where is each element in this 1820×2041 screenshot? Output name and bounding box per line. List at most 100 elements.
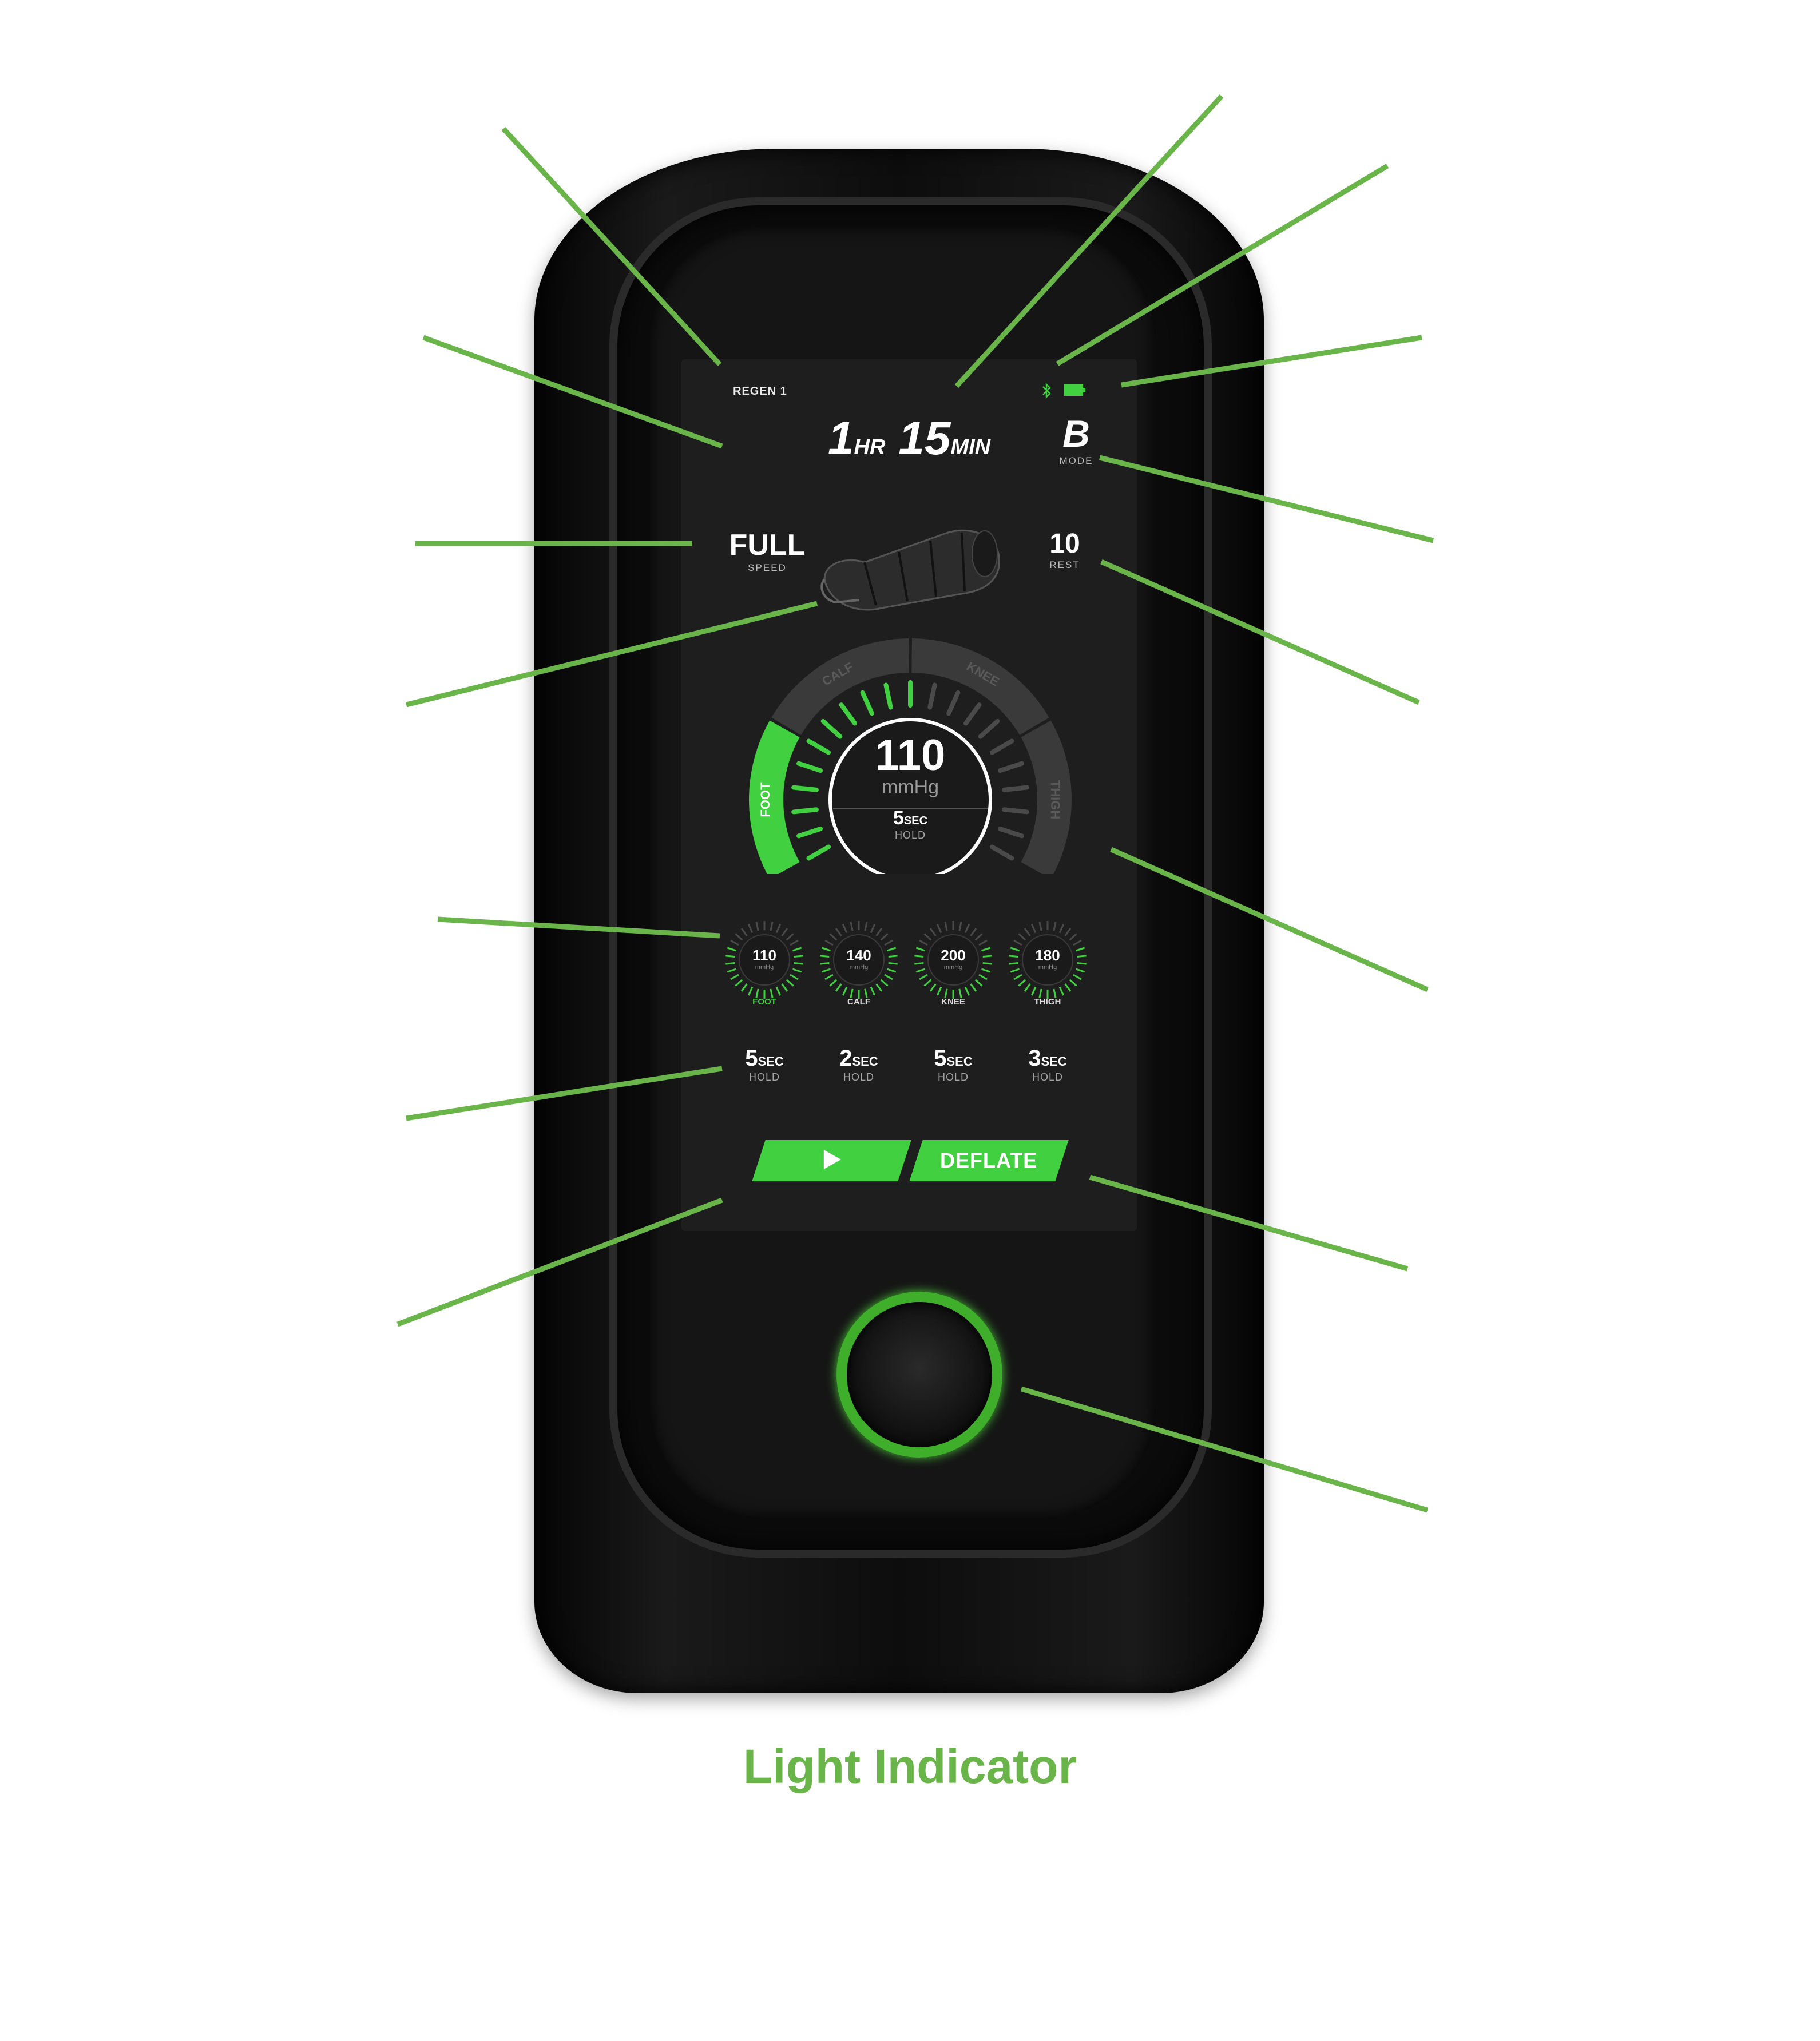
zone-gauge-center — [1022, 934, 1073, 986]
zone-gauge-tick — [775, 986, 782, 996]
zone-gauge-tick — [1024, 983, 1031, 992]
zone-hold-unit: SEC — [1041, 1054, 1067, 1069]
callout-line-bluetooth — [1056, 164, 1389, 366]
zone-hold-value: 3 — [1028, 1046, 1041, 1071]
device-screen: REGEN 1 1HR 15MIN B MODE FULL SPEED — [681, 359, 1137, 1231]
zone-gauge-unit: mmHg — [943, 964, 963, 971]
zone-gauge-tick — [915, 968, 926, 973]
callout-line-main-gauge — [1110, 847, 1429, 992]
time-minutes-unit: MIN — [950, 435, 991, 459]
callout-line-light-indicator — [1020, 1386, 1429, 1513]
zone-gauge-tick — [755, 988, 759, 998]
main-gauge-tick — [791, 785, 819, 792]
zone-gauge-tick — [886, 968, 897, 973]
zone-gauge-tick — [1053, 988, 1057, 998]
zone-gauge-tick — [886, 947, 897, 952]
zone-gauge-tick — [740, 983, 748, 992]
zone-gauge-tick — [730, 974, 739, 980]
zone-gauge-tick — [1018, 933, 1026, 941]
zone-gauge-tick — [1024, 928, 1031, 936]
zone-gauge-tick — [929, 983, 937, 992]
speed-label: SPEED — [748, 562, 787, 573]
zone-gauge-tick — [770, 988, 774, 998]
zone-gauge-tick — [1073, 939, 1082, 946]
program-name: REGEN 1 — [733, 385, 787, 398]
zone-gauge-tick — [835, 983, 842, 992]
zone-gauge-tick — [792, 947, 802, 952]
zone-gauge-tick — [944, 988, 948, 998]
main-gauge-tick — [796, 761, 823, 773]
zone-gauge-dial — [914, 921, 992, 999]
zone-gauge-label: FOOT — [752, 997, 776, 1007]
callout-line-mode — [1099, 455, 1434, 543]
main-gauge-hold-unit: SEC — [903, 815, 928, 827]
zone-gauge-tick — [964, 986, 970, 996]
zone-gauge-tick — [981, 968, 991, 973]
battery-icon — [1064, 384, 1087, 396]
zone-gauge-tick — [835, 928, 842, 936]
zone-gauge-tick — [870, 924, 876, 934]
main-gauge-tick — [806, 844, 831, 861]
zone-gauge-tick — [919, 939, 928, 946]
callout-line-zone-gauges — [437, 916, 720, 939]
time-hours: 1 — [827, 412, 854, 464]
zone-hold-label: HOLD — [748, 1071, 780, 1083]
main-gauge-tick — [820, 718, 843, 739]
main-gauge-zone-label: FOOT — [758, 782, 772, 817]
callout-line-play — [396, 1197, 723, 1327]
mode-value: B — [1062, 412, 1090, 455]
callout-line-time — [954, 94, 1224, 388]
zone-gauge-tick — [870, 986, 876, 996]
zone-gauge-tick — [824, 974, 834, 980]
zone-gauge-tick — [914, 955, 924, 958]
zone-gauge-label: KNEE — [941, 997, 965, 1007]
zone-gauge-tick — [875, 983, 883, 992]
zone-gauge-tick — [1018, 979, 1026, 987]
zone-hold-label: HOLD — [1032, 1071, 1063, 1083]
zone-gauge-tick — [880, 933, 889, 941]
zone-gauge-tick — [755, 922, 759, 931]
zone-gauge-tick — [974, 933, 983, 941]
zone-gauge-value: 200 — [941, 947, 966, 964]
zone-gauge-tick — [842, 986, 848, 996]
zone-gauge-tick — [730, 939, 739, 946]
play-button[interactable] — [752, 1140, 911, 1181]
callout-line-program — [501, 126, 722, 367]
zone-gauge-tick — [725, 955, 735, 958]
zone-gauge-dial — [725, 921, 803, 999]
zone-gauge-tick — [888, 962, 898, 965]
zone-gauge-tick — [1030, 986, 1037, 996]
main-gauge-tick — [1002, 807, 1029, 815]
zone-gauge-tick — [725, 962, 735, 965]
zone-gauge-tick — [727, 947, 737, 952]
main-gauge-tick — [839, 702, 858, 726]
zone-gauge-tick — [974, 979, 983, 987]
main-gauge-zone-label: THIGH — [1048, 780, 1062, 819]
zone-hold-unit: SEC — [946, 1054, 973, 1069]
zone-gauge-label: THIGH — [1034, 997, 1061, 1007]
main-gauge-tick — [978, 718, 1000, 739]
zone-gauge-tick — [1069, 933, 1077, 941]
main-gauge-zone-calf — [771, 638, 909, 735]
zone-gauge-tick — [850, 988, 854, 998]
zone-gauge-tick — [875, 928, 883, 936]
zone-gauge-tick — [914, 962, 924, 965]
main-gauge-tick — [963, 702, 982, 726]
speed-control[interactable]: FULL SPEED — [716, 528, 819, 574]
zone-gauge-tick — [740, 928, 748, 936]
zone-gauge-tick — [1064, 983, 1072, 992]
zone-gauge-tick — [1038, 988, 1042, 998]
rest-control[interactable]: 10 REST — [1025, 528, 1105, 571]
main-gauge-pressure: 110 — [875, 731, 946, 780]
mode-control[interactable]: B MODE — [1042, 412, 1111, 467]
zone-gauge-center — [739, 934, 790, 986]
zone-gauge-tick — [970, 983, 977, 992]
